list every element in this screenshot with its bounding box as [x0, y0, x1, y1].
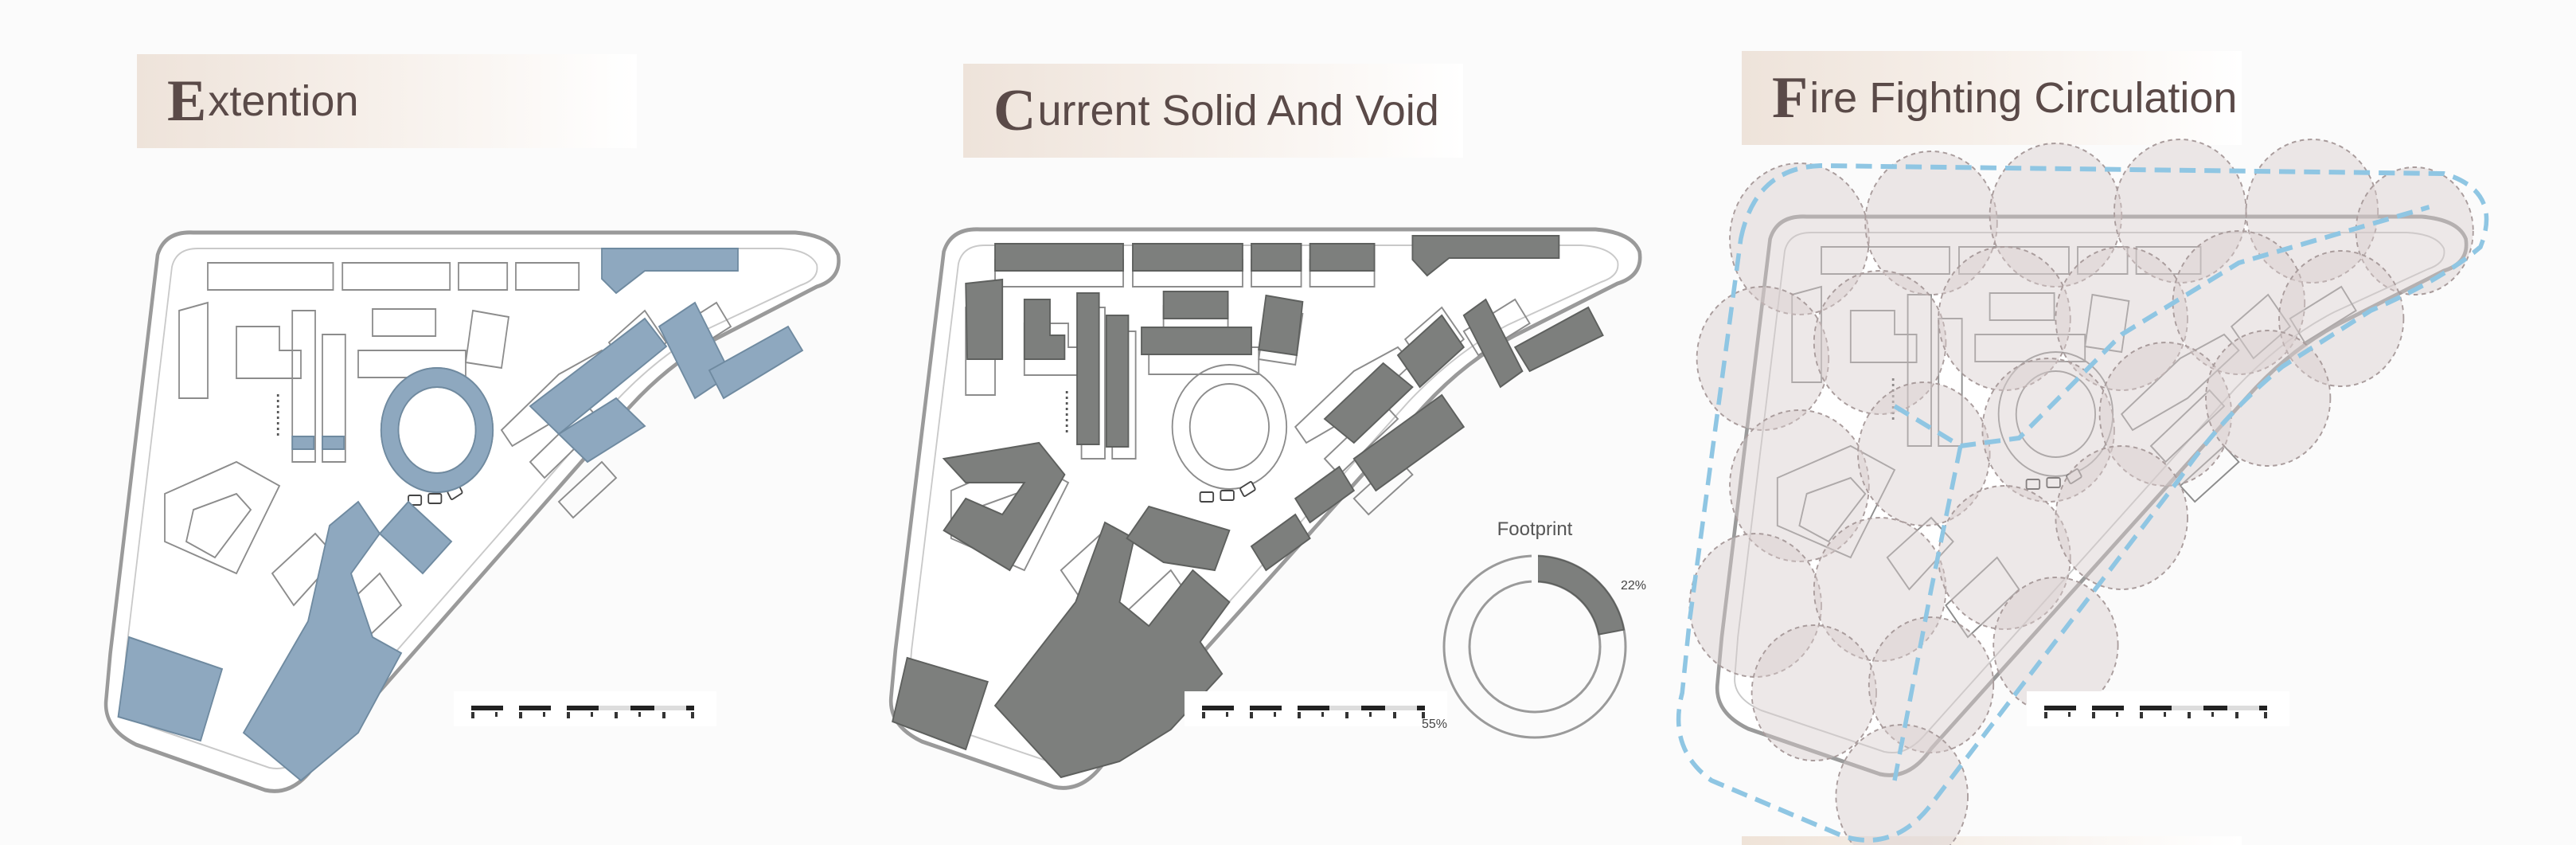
footprint-built-segment [1534, 554, 1626, 636]
extension-areas [117, 248, 804, 782]
next-panel-title-strip [1742, 836, 2242, 845]
footprint-built-percent: 22% [1621, 579, 1646, 593]
title-initial: E [167, 68, 207, 134]
title-rest: urrent Solid And Void [1037, 87, 1439, 135]
scale-bar-1 [454, 691, 716, 726]
title-rest: xtention [208, 77, 359, 125]
footprint-open-percent: 55% [1422, 718, 1447, 731]
scale-bar-3 [2027, 691, 2289, 726]
solid-buildings [892, 235, 1604, 779]
title-initial: F [1772, 65, 1809, 131]
fire-coverage-circles [1688, 139, 2474, 845]
site-plan-fire-fighting [1676, 139, 2489, 845]
title-rest: ire Fighting Circulation [1809, 74, 2238, 122]
footprint-donut [1442, 553, 1627, 739]
title-initial: C [993, 78, 1036, 143]
site-plan-extension [106, 233, 839, 791]
fire-truck-route [1676, 162, 2489, 843]
footprint-label: Footprint [1497, 518, 1573, 540]
site-plan-solid-void [891, 229, 1640, 788]
scale-bar-2 [1185, 691, 1447, 726]
